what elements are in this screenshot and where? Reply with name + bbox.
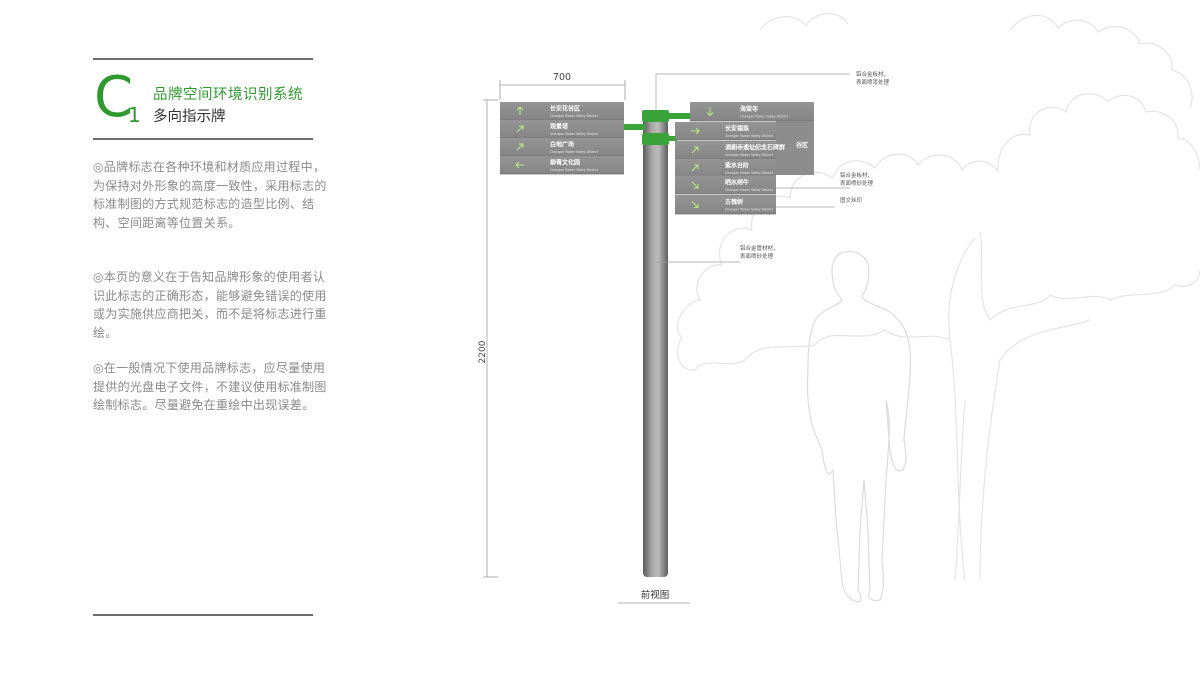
- sign-blade-panel: [675, 122, 776, 140]
- dimension-lines: [483, 80, 690, 604]
- callout-3-line1: 图文丝印: [840, 196, 863, 204]
- right-top-sign: 海棠寺 Changan flower Valley District 谷区: [690, 102, 814, 175]
- callout-2-line2: 表面喷砂处理: [840, 179, 874, 187]
- right-sign-4: 古槐树 Changan flower Valley District: [675, 195, 776, 215]
- sign-destination-name: 紫水台阶: [725, 162, 749, 170]
- sign-blade-panel: [675, 141, 776, 159]
- height-dimension-label: 2200: [478, 340, 488, 363]
- page-subtitle: 多向指示牌: [153, 109, 226, 125]
- paragraph-1: ◎品牌标志在各种环境和材质应用过程中，为保持对外形象的高度一致性，采用标志的标准…: [93, 160, 327, 230]
- sign-destination-english: Changan flower Valley District: [725, 208, 774, 212]
- sign-destination-name: 古槐树: [725, 198, 743, 206]
- sign-destination-name: 柳青文化园: [550, 159, 580, 167]
- sign-destination-name: 晒水闸牛: [725, 179, 749, 187]
- sign-destination-english: Changan flower Valley District: [740, 115, 789, 119]
- green-connectors: [623, 110, 690, 145]
- arrow-right-icon: [691, 127, 700, 135]
- callout-4-line1: 铝合金管材材，: [740, 244, 779, 252]
- callout-1-line2: 表面喷漆处理: [856, 78, 890, 86]
- sign-destination-name: 白地广场: [550, 141, 574, 149]
- section-code-number: 1: [128, 103, 141, 127]
- sign-hidden-fragment: 谷区: [796, 141, 808, 149]
- arrow-down-right-icon: [691, 181, 699, 189]
- arrow-down-right-icon: [691, 201, 699, 208]
- sign-blade-panel: [690, 102, 814, 121]
- width-dimension-label: 700: [553, 72, 571, 83]
- sign-destination-name: 海棠寺: [740, 105, 758, 113]
- sign-destination-english: Changan flower Valley District: [550, 150, 599, 154]
- page-title: 品牌空间环境识别系统: [153, 87, 303, 103]
- arrow-up-right-icon: [691, 146, 699, 154]
- section-code-letter: C: [94, 65, 133, 130]
- sign-destination-english: Changan flower Valley District: [725, 188, 774, 192]
- sign-blade-panel: [500, 156, 624, 174]
- sign-blade-panel: [500, 120, 624, 138]
- arrow-down-icon: [706, 107, 714, 117]
- arrow-up-icon: [516, 106, 524, 115]
- sign-destination-english: Changan flower Valley District: [550, 132, 599, 136]
- arrow-up-right-icon: [516, 143, 524, 151]
- sign-blade-panel: [675, 159, 776, 177]
- sign-destination-english: Changan flower Valley District: [725, 134, 774, 138]
- callout-4-line2: 表面喷砂处理: [740, 252, 774, 260]
- arrow-up-right-icon: [516, 125, 524, 133]
- arrow-left-icon: [515, 161, 524, 169]
- sign-destination-english: Changan flower Valley District: [725, 153, 774, 157]
- tree-outline: [676, 13, 1200, 581]
- bottom-rule: [93, 614, 313, 616]
- sign-destination-name: 长安福珠: [725, 125, 750, 133]
- right-top-sign-0: 海棠寺 Changan flower Valley District: [690, 102, 814, 122]
- sign-blade-back: [776, 121, 814, 175]
- paragraph-2: ◎本页的意义在于告知品牌形象的使用者认识此标志的正确形态，能够避免错误的使用或为…: [93, 270, 327, 340]
- sign-blade-panel: [675, 195, 776, 214]
- sign-blade-panel: [500, 102, 624, 120]
- sign-destination-name: 观景塔: [550, 123, 569, 131]
- sign-destination-english: Changan flower Valley District: [550, 114, 599, 118]
- person-outline: [806, 250, 911, 603]
- sign-destination-name: 长安花谷区: [550, 105, 580, 113]
- sign-destination-english: Changan flower Valley District: [725, 171, 774, 175]
- view-label: 前视图: [641, 589, 670, 601]
- signpost-pole: [643, 118, 668, 577]
- sign-destination-english: Changan flower Valley District: [550, 168, 599, 172]
- callout-1-line1: 铝合金板材，: [856, 70, 889, 78]
- callout-2-line1: 铝合金板材，: [840, 171, 873, 179]
- title-rule: [93, 138, 313, 140]
- sign-destination-name: 调期寺遗址纪念石碑群: [725, 144, 785, 152]
- arrow-up-right-icon: [691, 164, 699, 172]
- callout-leaders: [655, 73, 850, 263]
- sign-blade-panel: [675, 176, 776, 194]
- paragraph-3: ◎在一般情况下使用品牌标志，应尽量使用提供的光盘电子文件，不建议使用标准制图绘制…: [93, 361, 327, 412]
- sign-blade-panel: [500, 138, 624, 156]
- top-rule: [93, 58, 313, 60]
